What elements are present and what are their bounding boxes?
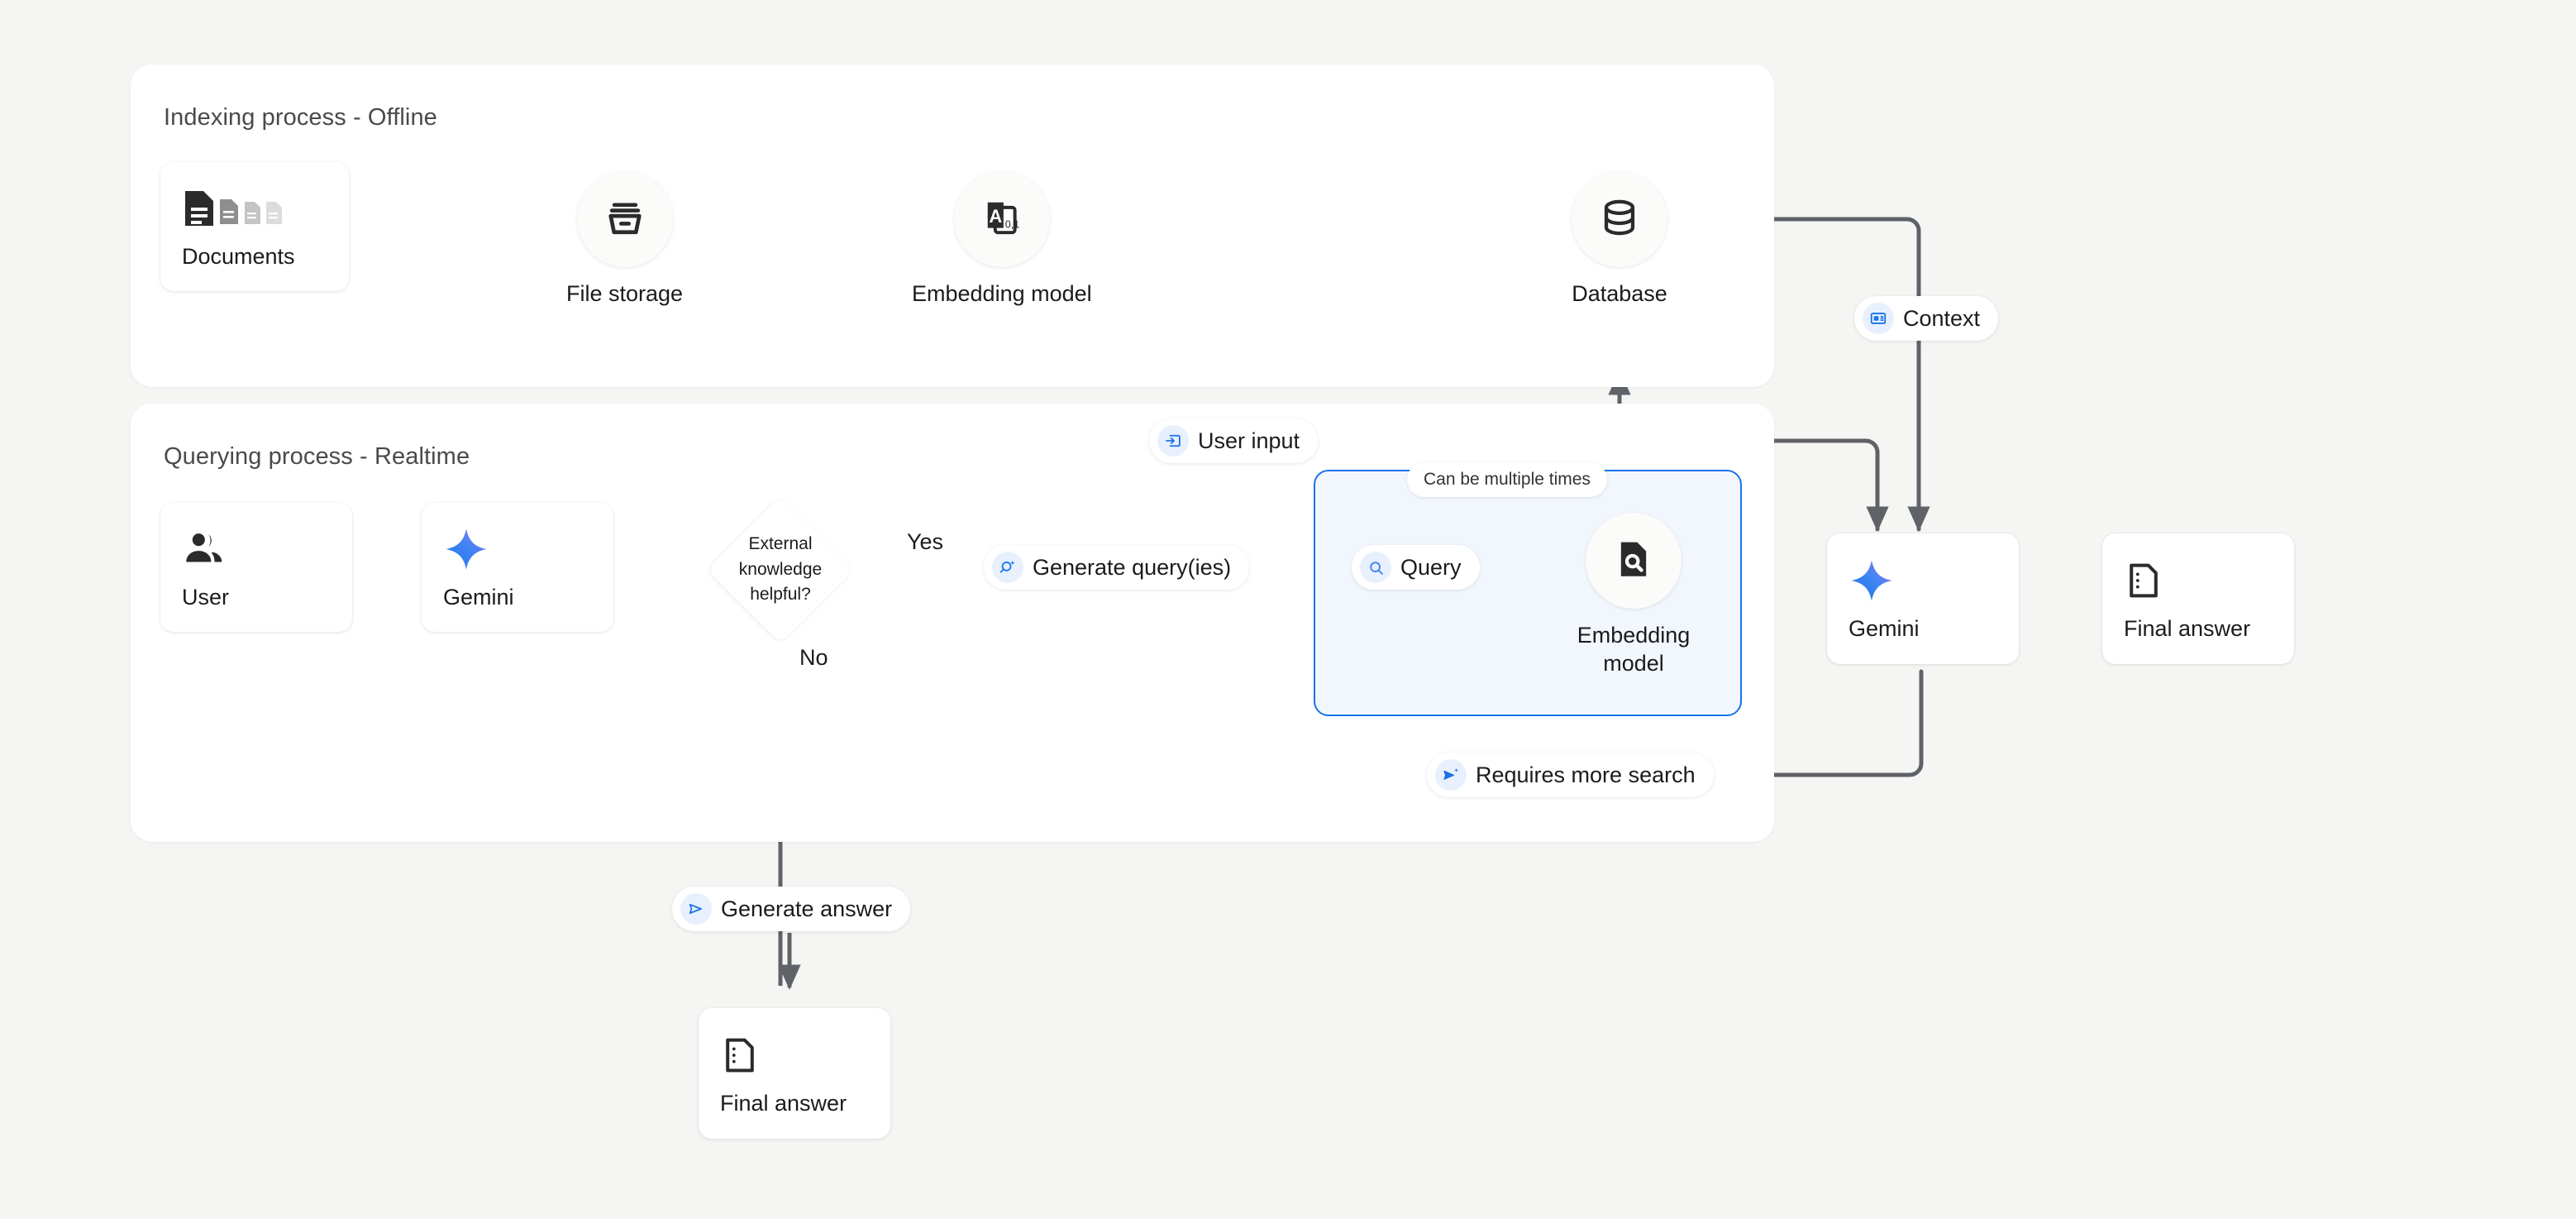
pill-label: Context — [1903, 305, 1981, 331]
embedding-model-icon: 0,1 A — [979, 194, 1025, 245]
pill-generate-queries[interactable]: Generate query(ies) — [984, 545, 1250, 590]
panel-title-querying: Querying process - Realtime — [164, 443, 470, 470]
pill-generate-answer[interactable]: Generate answer — [672, 887, 911, 931]
node-gemini-left[interactable]: Gemini — [422, 503, 613, 632]
node-user[interactable]: User — [160, 503, 352, 632]
send-sparkle-icon — [1435, 759, 1467, 791]
decision-line-1: External — [748, 534, 813, 554]
svg-text:0,1: 0,1 — [1005, 218, 1020, 230]
edge-label-no: No — [799, 645, 828, 670]
pill-context[interactable]: Context — [1854, 296, 1999, 341]
search-sparkle-icon — [992, 552, 1023, 583]
svg-text:A: A — [989, 206, 1002, 227]
node-gemini-right[interactable]: Gemini — [1827, 533, 2019, 664]
node-embedding-model-query[interactable]: Embedding model — [1572, 513, 1696, 678]
pill-user-input[interactable]: User input — [1149, 418, 1319, 463]
decision-external-knowledge[interactable]: External knowledge helpful? — [706, 495, 855, 644]
user-icon — [182, 525, 227, 573]
search-icon — [1360, 552, 1391, 583]
send-icon — [680, 893, 712, 925]
pill-requires-more-search[interactable]: Requires more search — [1427, 753, 1714, 797]
pill-label: Requires more search — [1476, 762, 1696, 787]
edge-label-yes: Yes — [907, 529, 944, 554]
decision-line-3: helpful? — [750, 585, 811, 605]
node-final-answer-right[interactable]: Final answer — [2102, 533, 2294, 664]
decision-text: External knowledge helpful? — [707, 496, 854, 643]
file-storage-icon — [602, 194, 648, 245]
gemini-sparkle-icon — [443, 525, 489, 573]
node-embedding-model-indexing[interactable]: 0,1 A Embedding model — [912, 171, 1092, 308]
node-label: Documents — [182, 243, 295, 269]
final-answer-icon — [720, 1031, 760, 1079]
node-file-storage[interactable]: File storage — [566, 171, 683, 308]
node-label: Final answer — [2124, 615, 2251, 641]
node-label: File storage — [566, 281, 684, 306]
user-input-icon — [1157, 425, 1189, 457]
node-label: Gemini — [1849, 615, 1920, 641]
node-database[interactable]: Database — [1572, 171, 1667, 308]
retrieval-loop-box — [1314, 470, 1742, 716]
panel-title-indexing: Indexing process - Offline — [164, 104, 437, 131]
node-label: Final answer — [720, 1090, 847, 1116]
final-answer-icon — [2124, 557, 2163, 605]
pill-label: Can be multiple times — [1424, 470, 1591, 489]
context-icon — [1863, 303, 1894, 334]
node-label: Database — [1572, 281, 1667, 306]
pill-can-be-multiple-times: Can be multiple times — [1407, 462, 1607, 497]
node-final-answer-bottom[interactable]: Final answer — [699, 1008, 890, 1139]
pill-label: Generate answer — [721, 896, 893, 921]
node-documents[interactable]: Documents — [160, 162, 349, 291]
pill-label: Generate query(ies) — [1033, 554, 1232, 580]
decision-line-2: knowledge — [738, 559, 823, 579]
gemini-sparkle-icon — [1849, 557, 1895, 605]
documents-icon — [182, 184, 306, 232]
node-label: Embedding model — [1577, 623, 1691, 676]
pill-query[interactable]: Query — [1352, 545, 1480, 590]
pill-label: User input — [1198, 428, 1300, 453]
pill-label: Query — [1400, 554, 1462, 580]
node-label: Embedding model — [912, 281, 1092, 306]
database-icon — [1597, 195, 1642, 244]
node-label: Gemini — [443, 584, 514, 610]
document-search-icon — [1612, 538, 1655, 585]
node-label: User — [182, 584, 230, 610]
panel-indexing-process: Indexing process - Offline — [131, 65, 1774, 387]
